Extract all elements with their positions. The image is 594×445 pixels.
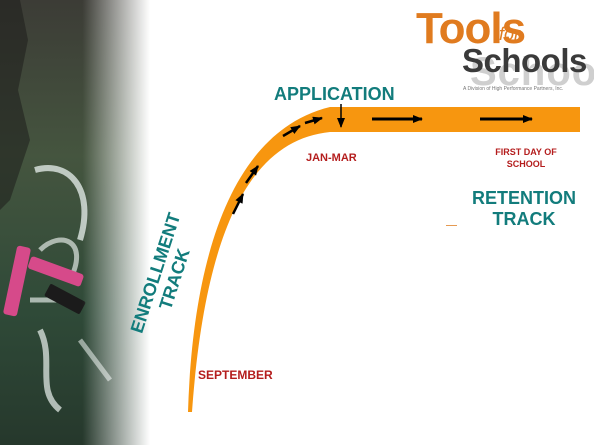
arrow-2 <box>244 165 260 184</box>
retention-track-label: RETENTION TRACK <box>471 188 576 229</box>
first-day-label: FIRST DAY OF SCHOOL <box>495 147 557 169</box>
logo-tagline: A Division of High Performance Partners,… <box>463 86 564 92</box>
chalkboard-image <box>0 0 150 445</box>
logo-tools-text: Tools <box>416 4 526 53</box>
jan-mar-label: JAN-MAR <box>306 152 357 164</box>
september-label: SEPTEMBER <box>198 368 273 382</box>
logo-for-text: for <box>499 24 521 44</box>
application-label: APPLICATION <box>274 84 395 104</box>
dash-mark <box>446 225 457 226</box>
arrow-1 <box>231 193 245 215</box>
arrow-3 <box>282 124 301 138</box>
arrow-4 <box>304 116 323 125</box>
logo-schools-text: Schools <box>462 42 587 79</box>
logo-ghost-text: Schools <box>470 50 594 94</box>
